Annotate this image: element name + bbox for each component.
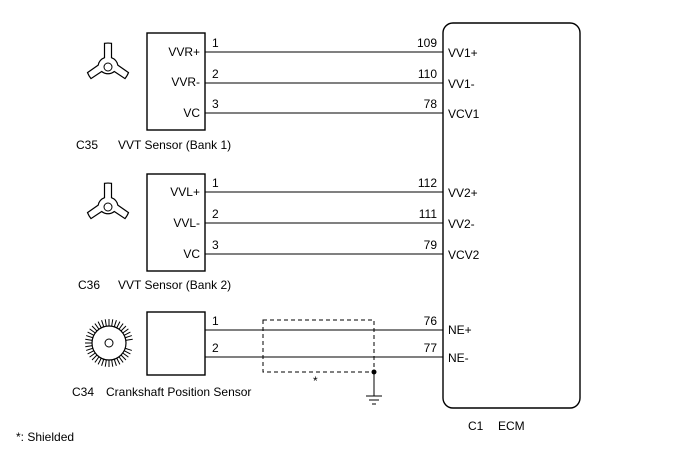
shield-mark: * (313, 374, 318, 388)
footnote: *: Shielded (16, 430, 74, 444)
sensor-box (146, 32, 206, 131)
sensor-box (146, 311, 206, 376)
ecm-connector-label: C1 (468, 419, 484, 433)
connector-label: C35 (76, 138, 98, 152)
sensor-pin: 2 (212, 341, 219, 355)
sensor-pin: 1 (212, 176, 219, 190)
terminal-label: VVR+ (168, 45, 200, 59)
terminal-label: VVL+ (170, 185, 200, 199)
sensor-pin: 1 (212, 314, 219, 328)
sensor-pin: 1 (212, 36, 219, 50)
ecm-pin: 77 (424, 341, 438, 355)
ecm-terminal-label: VV2+ (448, 186, 478, 200)
ecm-pin: 112 (418, 176, 437, 190)
ecm-block (442, 22, 581, 409)
ecm-pin: 111 (419, 207, 438, 221)
ecm-pin: 79 (424, 238, 438, 252)
ecm-terminal-label: VCV1 (448, 107, 480, 121)
sensor-pin: 3 (212, 97, 219, 111)
ecm-name-label: ECM (498, 419, 525, 433)
ecm-terminal-label: NE- (448, 351, 469, 365)
ground-icon (366, 372, 382, 405)
vvt-sensor-bank2: VVL+ VVL- VC 1 2 3 112 111 79 VV2+ VV2- … (78, 173, 480, 292)
sensor-name-label: VVT Sensor (Bank 2) (118, 278, 231, 292)
ecm-pin: 109 (417, 36, 437, 50)
sensor-rotor-icon (86, 182, 130, 220)
ecm-terminal-label: VV1- (448, 77, 475, 91)
terminal-label: VVL- (173, 216, 200, 230)
sensor-pin: 2 (212, 67, 219, 81)
sensor-pin: 3 (212, 238, 219, 252)
terminal-label: VVR- (171, 75, 200, 89)
vvt-sensor-bank1: VVR+ VVR- VC 1 2 3 109 110 78 VV1+ VV1- … (76, 32, 480, 152)
connector-label: C36 (78, 278, 100, 292)
ecm-terminal-label: VV1+ (448, 46, 478, 60)
ecm-pin: 78 (424, 97, 438, 111)
ecm-terminal-label: VV2- (448, 217, 475, 231)
crankshaft-position-sensor: 1 2 76 77 NE+ NE- * C34 Crankshaft Posit… (72, 311, 472, 405)
ecm-pin: 76 (424, 314, 438, 328)
sensor-name-label: Crankshaft Position Sensor (106, 385, 251, 399)
sensor-pin: 2 (212, 207, 219, 221)
ecm-terminal-label: VCV2 (448, 248, 480, 262)
crankshaft-gear-icon (85, 319, 133, 367)
connector-label: C34 (72, 385, 94, 399)
ecm-terminal-label: NE+ (448, 323, 472, 337)
sensor-rotor-icon (86, 42, 130, 80)
terminal-label: VC (183, 247, 200, 261)
shield-outline (262, 319, 375, 373)
sensor-name-label: VVT Sensor (Bank 1) (118, 138, 231, 152)
ecm-pin: 110 (418, 67, 437, 81)
terminal-label: VC (183, 106, 200, 120)
